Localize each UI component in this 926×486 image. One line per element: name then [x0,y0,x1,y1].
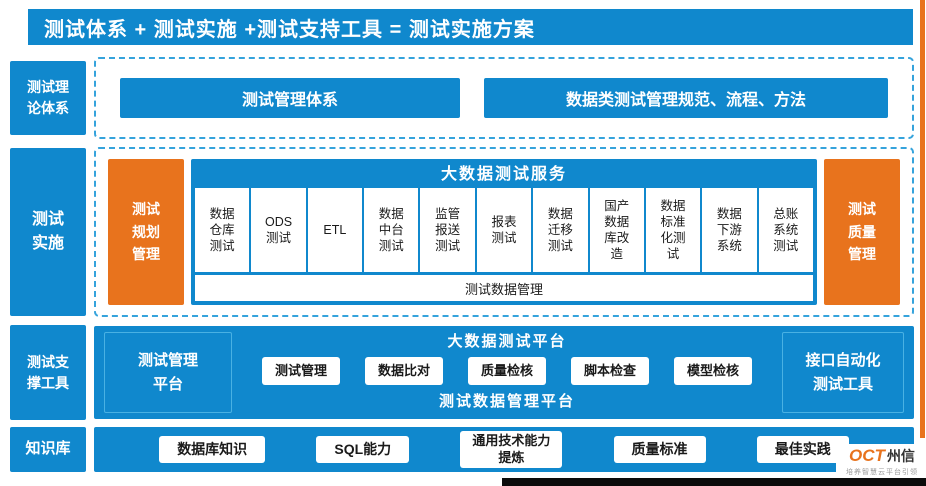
vendor-logo-name: 州信 [886,448,915,464]
big-data-test-platform-panel: 大数据测试平台 测试管理 数据比对 质量检核 脚本检查 模型检核 测试数据管理平… [242,332,772,413]
cell-report-test: 报表 测试 [476,188,532,272]
test-data-management-bar: 测试数据管理 [195,275,813,301]
test-management-platform-box: 测试管理 平台 [104,332,232,413]
kb-database-knowledge: 数据库知识 [159,435,266,464]
btn-model-check: 模型检核 [673,357,752,386]
test-quality-management-box: 测试 质量 管理 [824,159,900,305]
bottom-black-bar [502,478,926,486]
support-tools-row: 测试管理 平台 大数据测试平台 测试管理 数据比对 质量检核 脚本检查 模型检核… [94,326,914,419]
sidebar-label-knowledge-base: 知识库 [10,427,86,472]
cell-data-middle-platform-test: 数据 中台 测试 [364,188,419,272]
kb-general-tech-ability: 通用技术能力 提炼 [460,431,563,468]
test-data-management-platform-bar: 测试数据管理平台 [438,393,575,410]
kb-sql-ability: SQL能力 [316,435,410,464]
knowledge-base-row: 数据库知识 SQL能力 通用技术能力 提炼 质量标准 最佳实践 [94,427,914,472]
kb-best-practice: 最佳实践 [756,435,849,464]
test-management-system-box: 测试管理体系 [120,78,460,118]
cell-data-warehouse-test: 数据 仓库 测试 [195,188,250,272]
title-bar: 测试体系 + 测试实施 +测试支持工具 = 测试实施方案 [28,9,913,45]
cell-regulatory-reporting-test: 监管 报送 测试 [420,188,475,272]
right-accent-strip [920,0,925,438]
btn-test-management: 测试管理 [262,357,341,386]
cell-domestic-database-transform: 国产 数据 库改 造 [589,188,644,272]
sidebar-label-test-theory: 测试理 论体系 [10,61,86,135]
btn-quality-check: 质量检核 [467,357,546,386]
page-title: 测试体系 + 测试实施 +测试支持工具 = 测试实施方案 [44,18,535,41]
vendor-logo-mark: OCT [849,446,885,465]
platform-button-row: 测试管理 数据比对 质量检核 脚本检查 模型检核 [242,357,772,386]
cell-data-standardization-test: 数据 标准 化测 试 [645,188,701,272]
cell-data-downstream-systems: 数据 下游 系统 [702,188,757,272]
api-automation-test-tool-box: 接口自动化 测试工具 [782,332,904,413]
test-planning-management-box: 测试 规划 管理 [108,159,184,305]
btn-data-comparison: 数据比对 [364,357,443,386]
cell-etl: ETL [307,188,363,272]
vendor-logo-line: OCT 州信 [846,446,918,466]
cell-ods-test: ODS 测试 [251,188,306,272]
big-data-test-service-title: 大数据测试服务 [440,166,567,183]
vendor-logo-tagline: 培养智慧云平台引领 [846,469,918,476]
data-test-spec-box: 数据类测试管理规范、流程、方法 [484,78,888,118]
cell-general-ledger-test: 总账 系统 测试 [758,188,813,272]
implementation-row: 测试 规划 管理 大数据测试服务 数据 仓库 测试 ODS 测试 ETL 数据 … [94,147,914,317]
sidebar-label-test-implementation: 测试 实施 [10,148,86,316]
big-data-test-service-panel: 大数据测试服务 数据 仓库 测试 ODS 测试 ETL 数据 中台 测试 监管 … [191,159,817,305]
cell-data-migration-test: 数据 迁移 测试 [533,188,588,272]
service-cell-grid: 数据 仓库 测试 ODS 测试 ETL 数据 中台 测试 监管 报送 测试 报表… [195,188,813,272]
big-data-test-platform-title: 大数据测试平台 [447,333,567,350]
vendor-logo: OCT 州信 培养智慧云平台引领 [836,444,926,478]
theory-row: 测试管理体系 数据类测试管理规范、流程、方法 [94,57,914,139]
sidebar-label-test-support-tools: 测试支 撑工具 [10,325,86,420]
kb-quality-standard: 质量标准 [613,435,706,464]
btn-script-check: 脚本检查 [570,357,649,386]
